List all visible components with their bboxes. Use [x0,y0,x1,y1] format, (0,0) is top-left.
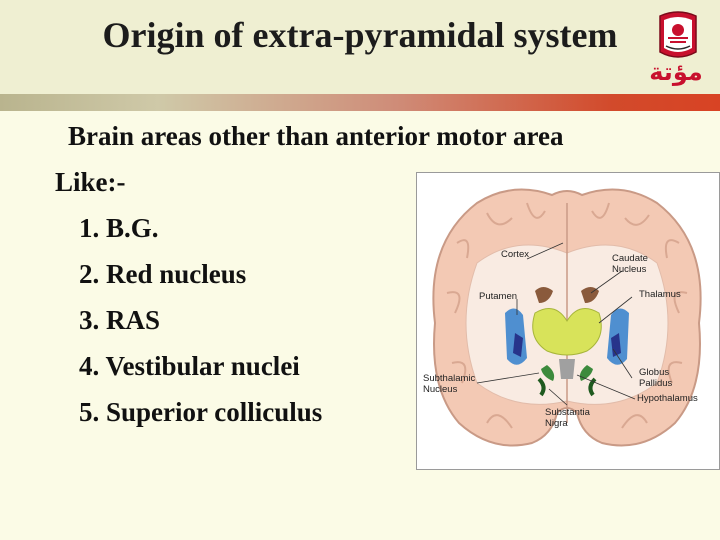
label-subthalamic-2: Nucleus [423,384,458,395]
label-substantia-1: Substantia [545,407,591,418]
list-item: 5. Superior colliculus [79,397,323,427]
label-globus-1: Globus [639,367,669,378]
university-logo-icon [659,11,697,58]
brain-diagram: Cortex Caudate Nucleus Putamen Thalamus … [416,172,720,470]
label-putamen: Putamen [479,291,517,302]
like-label: Like:- [55,167,126,197]
title-band [0,0,720,94]
label-cortex: Cortex [501,249,529,260]
label-caudate-1: Caudate [612,253,648,264]
list-item: 4. Vestibular nuclei [79,351,300,381]
label-substantia-2: Nigra [545,418,568,429]
label-thalamus: Thalamus [639,289,681,300]
list-item: 2. Red nucleus [79,259,247,289]
label-subthalamic-1: Subthalamic [423,373,476,384]
list-item: 3. RAS [79,305,161,335]
thalamus [532,308,602,356]
label-caudate-2: Nucleus [612,264,647,275]
logo-wordmark: مؤتة [649,58,703,86]
origin-list: 1. B.G. 2. Red nucleus 3. RAS 4. Vestibu… [79,212,322,442]
list-item: 1. B.G. [79,213,159,243]
caudate-left [535,287,553,303]
title-divider [0,94,720,111]
label-globus-2: Pallidus [639,378,673,389]
label-hypothalamus: Hypothalamus [637,393,698,404]
lead-text: Brain areas other than anterior motor ar… [68,121,564,151]
slide-title: Origin of extra-pyramidal system [102,15,618,55]
